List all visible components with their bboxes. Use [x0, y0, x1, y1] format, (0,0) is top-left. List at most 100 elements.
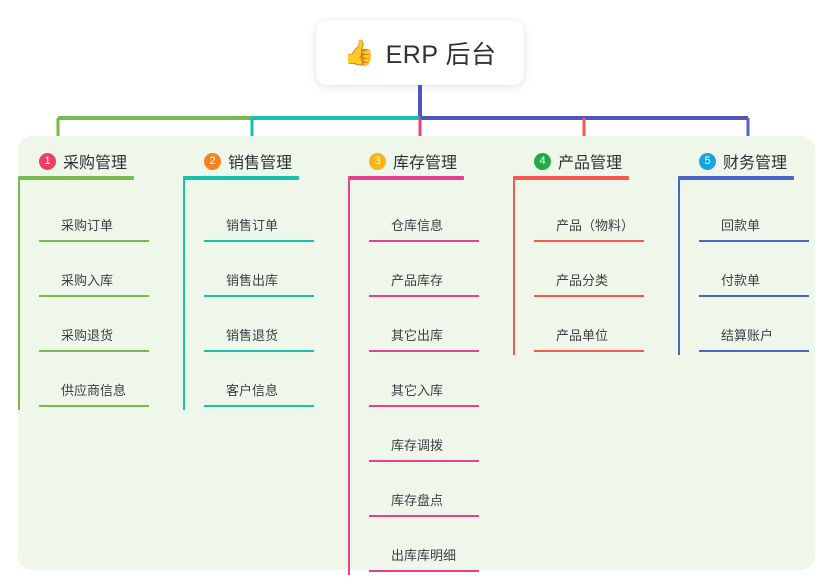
leaf-underline [534, 350, 644, 352]
branch-column-1: 1 采购管理采购订单采购入库采购退货供应商信息 [18, 136, 183, 570]
root-node-card[interactable]: 👍 ERP 后台 [316, 20, 524, 85]
branch-underline [18, 176, 134, 180]
leaf-item[interactable]: 供应商信息 [39, 352, 183, 407]
leaf-underline [369, 405, 479, 407]
leaf-list: 回款单付款单结算账户 [699, 187, 828, 352]
leaf-item[interactable]: 其它出库 [369, 297, 513, 352]
leaf-label: 产品单位 [556, 328, 609, 343]
leaf-item[interactable]: 采购入库 [39, 242, 183, 297]
leaf-item[interactable]: 销售订单 [204, 187, 348, 242]
leaf-item[interactable]: 销售退货 [204, 297, 348, 352]
leaf-underline [534, 240, 644, 242]
leaf-underline [699, 350, 809, 352]
leaf-underline [534, 295, 644, 297]
leaf-list: 销售订单销售出库销售退货客户信息 [204, 187, 348, 407]
leaf-label: 销售订单 [226, 218, 279, 233]
branch-spine [678, 180, 680, 355]
leaf-item[interactable]: 其它入库 [369, 352, 513, 407]
leaf-label: 出库库明细 [391, 548, 457, 563]
branch-title: 采购管理 [63, 155, 128, 172]
leaf-item[interactable]: 产品（物料） [534, 187, 678, 242]
leaf-list: 仓库信息产品库存其它出库其它入库库存调拨库存盘点出库库明细 [369, 187, 513, 572]
leaf-label: 付款单 [721, 273, 761, 288]
leaf-label: 其它入库 [391, 383, 444, 398]
leaf-underline [369, 350, 479, 352]
leaf-underline [39, 295, 149, 297]
leaf-label: 回款单 [721, 218, 761, 233]
leaf-item[interactable]: 回款单 [699, 187, 828, 242]
leaf-item[interactable]: 仓库信息 [369, 187, 513, 242]
leaf-underline [39, 240, 149, 242]
leaf-item[interactable]: 产品库存 [369, 242, 513, 297]
leaf-item[interactable]: 库存盘点 [369, 462, 513, 517]
branch-header-4[interactable]: 4 产品管理 [534, 136, 678, 177]
branch-header-1[interactable]: 1 采购管理 [39, 136, 183, 177]
leaf-label: 库存调拨 [391, 438, 444, 453]
thumbs-up-icon: 👍 [343, 39, 375, 67]
branch-spine [348, 180, 350, 575]
leaf-label: 采购订单 [61, 218, 114, 233]
leaf-item[interactable]: 产品分类 [534, 242, 678, 297]
branch-number-badge: 4 [534, 152, 551, 170]
leaf-label: 仓库信息 [391, 218, 444, 233]
leaf-label: 供应商信息 [61, 383, 127, 398]
leaf-label: 产品分类 [556, 273, 609, 288]
leaf-label: 采购入库 [61, 273, 114, 288]
branch-column-5: 5 财务管理回款单付款单结算账户 [678, 136, 828, 570]
leaf-item[interactable]: 客户信息 [204, 352, 348, 407]
leaf-list: 采购订单采购入库采购退货供应商信息 [39, 187, 183, 407]
leaf-underline [369, 240, 479, 242]
leaf-label: 客户信息 [226, 383, 279, 398]
leaf-underline [369, 515, 479, 517]
branch-underline [183, 176, 299, 180]
root-node-title: ERP 后台 [385, 40, 497, 69]
leaf-underline [39, 350, 149, 352]
leaf-underline [204, 405, 314, 407]
leaf-item[interactable]: 采购退货 [39, 297, 183, 352]
leaf-underline [204, 350, 314, 352]
leaf-item[interactable]: 产品单位 [534, 297, 678, 352]
branch-title: 库存管理 [393, 155, 458, 172]
leaf-list: 产品（物料） 产品分类产品单位 [534, 187, 678, 352]
branch-number-badge: 5 [699, 152, 716, 170]
branch-spine [18, 180, 20, 410]
branch-title: 销售管理 [228, 155, 293, 172]
branch-number-badge: 1 [39, 152, 56, 170]
leaf-underline [369, 460, 479, 462]
leaf-item[interactable]: 结算账户 [699, 297, 828, 352]
leaf-underline [699, 295, 809, 297]
branch-title: 财务管理 [723, 155, 788, 172]
leaf-item[interactable]: 采购订单 [39, 187, 183, 242]
leaf-item[interactable]: 销售出库 [204, 242, 348, 297]
leaf-underline [699, 240, 809, 242]
leaf-label: 产品（物料） [556, 218, 635, 233]
leaf-underline [204, 240, 314, 242]
leaf-item[interactable]: 库存调拨 [369, 407, 513, 462]
branch-title: 产品管理 [558, 155, 623, 172]
leaf-underline [39, 405, 149, 407]
leaf-label: 销售退货 [226, 328, 279, 343]
leaf-label: 库存盘点 [391, 493, 444, 508]
leaf-item[interactable]: 出库库明细 [369, 517, 513, 572]
background-panel [18, 136, 815, 570]
branch-underline [513, 176, 629, 180]
leaf-item[interactable]: 付款单 [699, 242, 828, 297]
branch-spine [183, 180, 185, 410]
branch-spine [513, 180, 515, 355]
branch-underline [678, 176, 794, 180]
leaf-label: 产品库存 [391, 273, 444, 288]
leaf-underline [204, 295, 314, 297]
branch-column-4: 4 产品管理产品（物料） 产品分类产品单位 [513, 136, 678, 570]
leaf-label: 采购退货 [61, 328, 114, 343]
branch-header-5[interactable]: 5 财务管理 [699, 136, 828, 177]
leaf-label: 结算账户 [721, 328, 774, 343]
leaf-label: 销售出库 [226, 273, 279, 288]
leaf-underline [369, 570, 479, 572]
branch-underline [348, 176, 464, 180]
